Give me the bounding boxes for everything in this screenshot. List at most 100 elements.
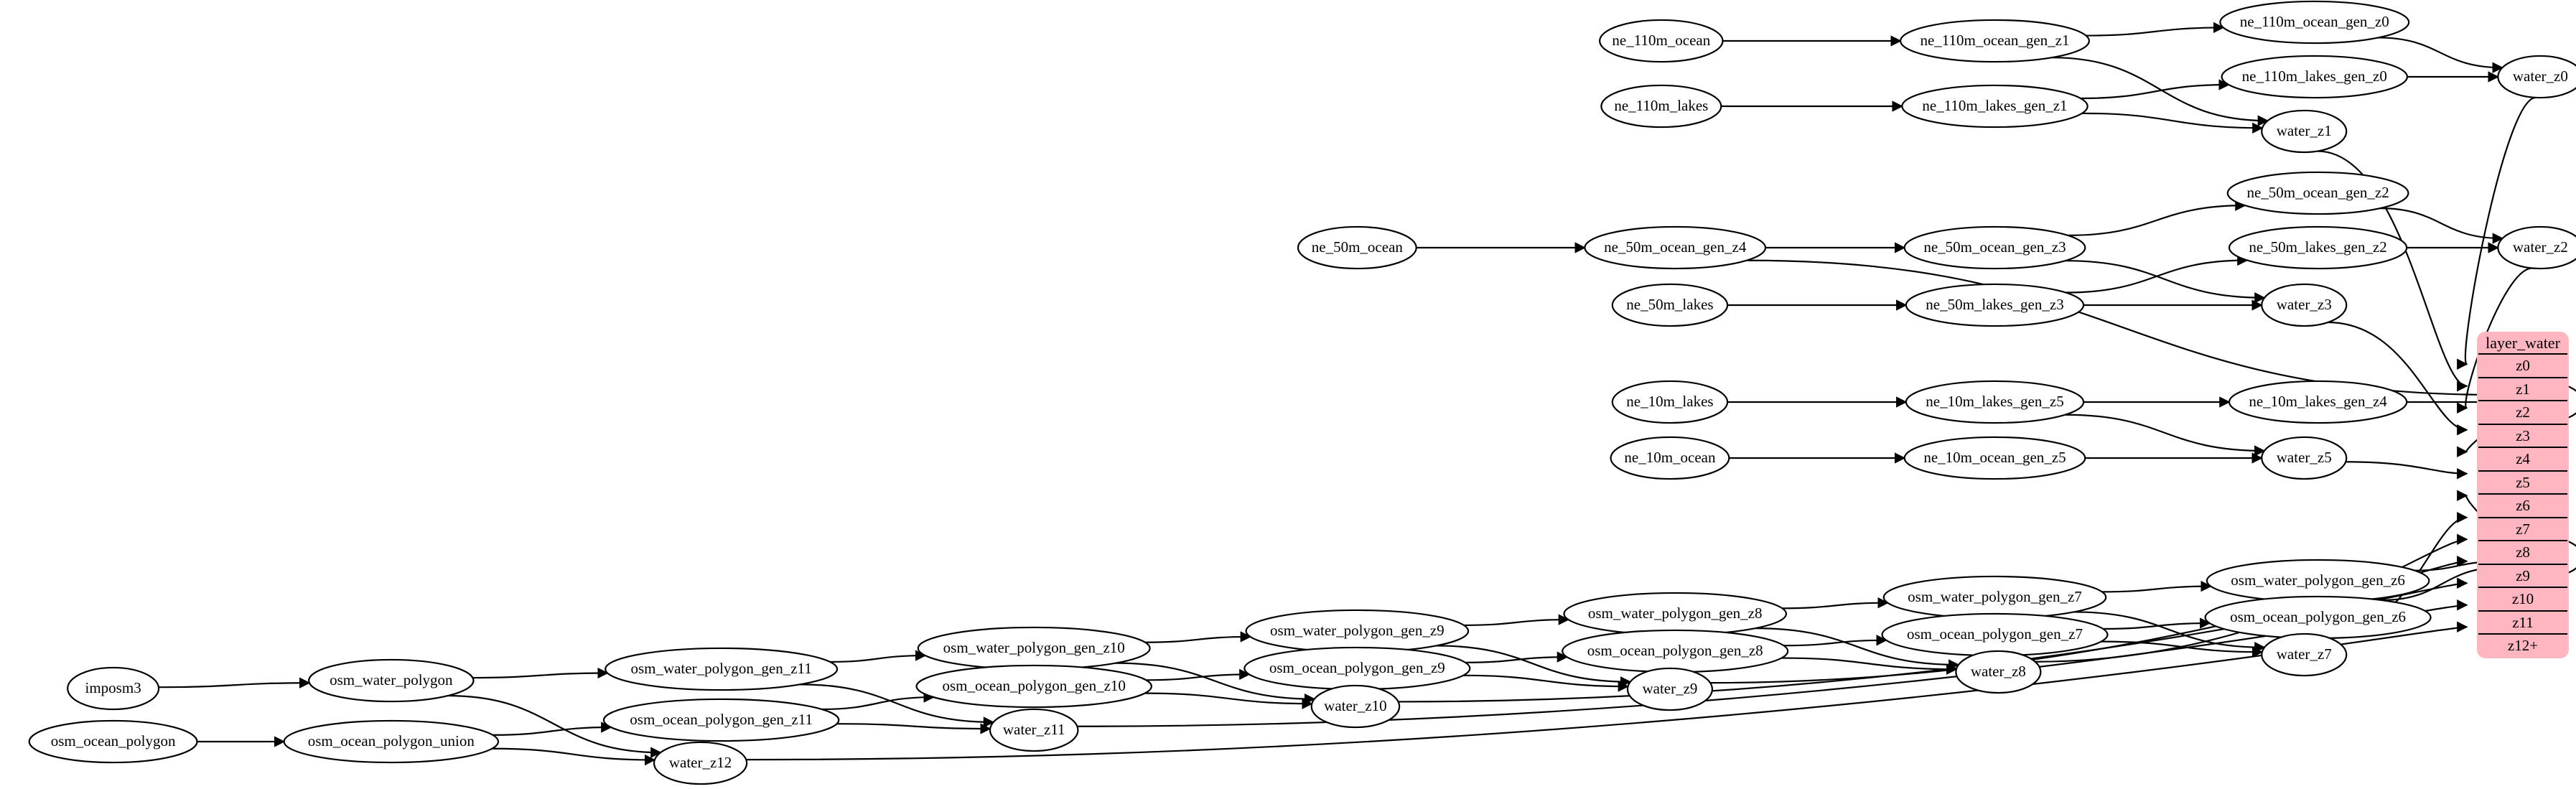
edge-water_z0-to-layer_z0: [2456, 96, 2537, 370]
node-ne_110m_ocean_gen_z1[interactable]: ne_110m_ocean_gen_z1: [1900, 19, 2090, 63]
edge-ne_50m_ocean_gen_z3-to-water_z3: [2065, 260, 2266, 304]
node-label-osm_water_polygon_gen_z6: osm_water_polygon_gen_z6: [2231, 571, 2405, 589]
node-osm_ocean_polygon_gen_z11[interactable]: osm_ocean_polygon_gen_z11: [602, 698, 840, 742]
node-ne_50m_ocean[interactable]: ne_50m_ocean: [1297, 225, 1417, 270]
node-label-ne_110m_ocean_gen_z0: ne_110m_ocean_gen_z0: [2240, 13, 2389, 30]
node-label-imposm3: imposm3: [85, 679, 141, 696]
edge-ne_110m_ocean_gen_z1-to-ne_110m_ocean_gen_z0: [2086, 22, 2225, 37]
node-shape-water_z3: [2261, 283, 2348, 327]
legend-row-label-z12plus: z12+: [2507, 637, 2539, 654]
node-osm_water_polygon_gen_z11[interactable]: osm_water_polygon_gen_z11: [605, 647, 839, 691]
node-water_z2[interactable]: water_z2: [2497, 225, 2576, 270]
node-osm_water_polygon_gen_z8[interactable]: osm_water_polygon_gen_z8: [1563, 592, 1788, 636]
node-water_z3[interactable]: water_z3: [2261, 283, 2348, 327]
node-ne_110m_ocean_gen_z0[interactable]: ne_110m_ocean_gen_z0: [2219, 0, 2410, 45]
nodes-layer: imposm3 osm_water_polygon osm_ocean_polygo…: [28, 0, 2576, 785]
node-shape-ne_50m_lakes: [1611, 283, 1729, 327]
edge-osm_water_polygon_gen_z10-to-water_z10: [1116, 662, 1316, 705]
node-ne_10m_ocean_gen_z5[interactable]: ne_10m_ocean_gen_z5: [1903, 436, 2086, 480]
legend-row[interactable]: z0: [2478, 354, 2567, 378]
node-ne_50m_lakes_gen_z3[interactable]: ne_50m_lakes_gen_z3: [1905, 283, 2085, 327]
node-label-osm_water_polygon_gen_z7: osm_water_polygon_gen_z7: [1908, 588, 2082, 605]
node-osm_ocean_polygon_gen_z9[interactable]: osm_ocean_polygon_gen_z9: [1243, 646, 1471, 691]
node-water_z12[interactable]: water_z12: [653, 741, 748, 785]
node-water_z8[interactable]: water_z8: [1955, 650, 2042, 694]
node-water_z5[interactable]: water_z5: [2261, 436, 2348, 480]
node-label-ne_10m_ocean_gen_z5: ne_10m_ocean_gen_z5: [1923, 449, 2066, 466]
node-shape-ne_10m_ocean: [1610, 436, 1730, 480]
node-shape-ne_50m_ocean_gen_z4: [1584, 225, 1767, 270]
node-shape-water_z0: [2497, 55, 2576, 99]
node-ne_110m_lakes_gen_z0[interactable]: ne_110m_lakes_gen_z0: [2221, 55, 2408, 99]
node-ne_10m_lakes_gen_z5[interactable]: ne_10m_lakes_gen_z5: [1905, 380, 2085, 424]
legend-row-label-z9: z9: [2478, 564, 2567, 588]
node-label-osm_ocean_polygon_gen_z6: osm_ocean_polygon_gen_z6: [2230, 608, 2406, 625]
node-ne_10m_lakes[interactable]: ne_10m_lakes: [1611, 380, 1729, 424]
node-osm_water_polygon_gen_z10[interactable]: osm_water_polygon_gen_z10: [917, 626, 1151, 671]
node-imposm3[interactable]: imposm3: [67, 666, 160, 711]
edge-ne_50m_lakes_gen_z3-to-ne_50m_lakes_gen_z2: [2066, 254, 2249, 294]
legend-row[interactable]: z1: [2478, 377, 2567, 401]
legend-row-label-z8: z8: [2478, 541, 2567, 565]
node-ne_50m_lakes_gen_z2[interactable]: ne_50m_lakes_gen_z2: [2228, 225, 2408, 270]
legend-row[interactable]: z3: [2478, 424, 2567, 448]
edge-osm_ocean_polygon_gen_z8-to-water_z8: [1781, 657, 1958, 675]
node-ne_50m_ocean_gen_z2[interactable]: ne_50m_ocean_gen_z2: [2226, 171, 2409, 215]
node-label-ne_50m_lakes_gen_z2: ne_50m_lakes_gen_z2: [2249, 238, 2386, 256]
node-ne_110m_lakes[interactable]: ne_110m_lakes: [1600, 84, 1722, 129]
legend-row-label-z3: z3: [2478, 424, 2567, 448]
node-ne_50m_lakes[interactable]: ne_50m_lakes: [1611, 283, 1729, 327]
legend-row-label-z5: z5: [2478, 470, 2567, 495]
node-ne_10m_lakes_gen_z4[interactable]: ne_10m_lakes_gen_z4: [2228, 380, 2408, 424]
node-label-ne_110m_lakes: ne_110m_lakes: [1614, 97, 1708, 114]
legend-row[interactable]: z7: [2478, 517, 2567, 541]
node-water_z0[interactable]: water_z0: [2497, 55, 2576, 99]
node-label-osm_ocean_polygon_union: osm_ocean_polygon_union: [308, 732, 475, 750]
node-osm_ocean_polygon_union[interactable]: osm_ocean_polygon_union: [283, 719, 500, 764]
node-osm_ocean_polygon_gen_z8[interactable]: osm_ocean_polygon_gen_z8: [1562, 629, 1789, 673]
node-osm_ocean_polygon[interactable]: osm_ocean_polygon: [28, 719, 198, 764]
legend-row[interactable]: z6: [2478, 494, 2567, 518]
node-ne_110m_lakes_gen_z1[interactable]: ne_110m_lakes_gen_z1: [1901, 84, 2089, 129]
node-label-water_z7: water_z7: [2277, 645, 2332, 663]
node-ne_50m_ocean_gen_z4[interactable]: ne_50m_ocean_gen_z4: [1584, 225, 1767, 270]
node-osm_water_polygon_gen_z6[interactable]: osm_water_polygon_gen_z6: [2206, 559, 2430, 603]
node-water_z10[interactable]: water_z10: [1310, 684, 1401, 729]
node-shape-water_z1: [2261, 109, 2348, 154]
node-ne_110m_ocean[interactable]: ne_110m_ocean: [1599, 19, 1724, 63]
node-osm_water_polygon_gen_z7[interactable]: osm_water_polygon_gen_z7: [1882, 575, 2107, 620]
node-label-water_z0: water_z0: [2513, 67, 2568, 85]
node-ne_50m_ocean_gen_z3[interactable]: ne_50m_ocean_gen_z3: [1903, 225, 2086, 270]
node-osm_ocean_polygon_gen_z7[interactable]: osm_ocean_polygon_gen_z7: [1881, 612, 2109, 657]
node-shape-ne_10m_ocean_gen_z5: [1903, 436, 2086, 480]
node-osm_water_polygon[interactable]: osm_water_polygon: [308, 658, 475, 703]
node-shape-osm_ocean_polygon_union: [283, 719, 500, 764]
node-water_z9[interactable]: water_z9: [1626, 667, 1714, 711]
edge-water_z12-to-layer_z12plus: [746, 621, 2468, 761]
legend-row-label-z2: z2: [2478, 401, 2567, 425]
node-label-ne_50m_lakes_gen_z3: ne_50m_lakes_gen_z3: [1926, 296, 2063, 313]
legend-row[interactable]: z8: [2478, 541, 2567, 565]
node-label-water_z8: water_z8: [1971, 663, 2026, 680]
legend-row[interactable]: z9: [2478, 564, 2567, 588]
node-shape-ne_10m_lakes: [1611, 380, 1729, 424]
node-water_z1[interactable]: water_z1: [2261, 109, 2348, 154]
node-label-water_z1: water_z1: [2277, 122, 2332, 139]
node-osm_ocean_polygon_gen_z6[interactable]: osm_ocean_polygon_gen_z6: [2204, 595, 2432, 640]
legend-row[interactable]: z12+: [2478, 634, 2567, 657]
edge-ne_110m_lakes_gen_z1-to-ne_110m_lakes_gen_z0: [2080, 79, 2230, 100]
node-osm_water_polygon_gen_z9[interactable]: osm_water_polygon_gen_z9: [1245, 609, 1470, 653]
edge-osm_water_polygon_gen_z9-to-osm_water_polygon_gen_z8: [1463, 614, 1570, 627]
node-water_z11[interactable]: water_z11: [989, 708, 1079, 752]
node-osm_ocean_polygon_gen_z10[interactable]: osm_ocean_polygon_gen_z10: [915, 664, 1152, 709]
legend-row[interactable]: z4: [2478, 447, 2567, 472]
legend-row[interactable]: z2: [2478, 401, 2567, 425]
node-water_z7[interactable]: water_z7: [2261, 632, 2348, 677]
legend-row[interactable]: z11: [2478, 610, 2567, 635]
legend-row[interactable]: z5: [2478, 470, 2567, 495]
node-ne_10m_ocean[interactable]: ne_10m_ocean: [1610, 436, 1730, 480]
legend-row[interactable]: z10: [2478, 587, 2567, 612]
node-label-osm_ocean_polygon_gen_z8: osm_ocean_polygon_gen_z8: [1587, 642, 1763, 659]
node-shape-ne_50m_ocean_gen_z2: [2226, 171, 2409, 215]
node-label-osm_water_polygon: osm_water_polygon: [330, 671, 453, 688]
